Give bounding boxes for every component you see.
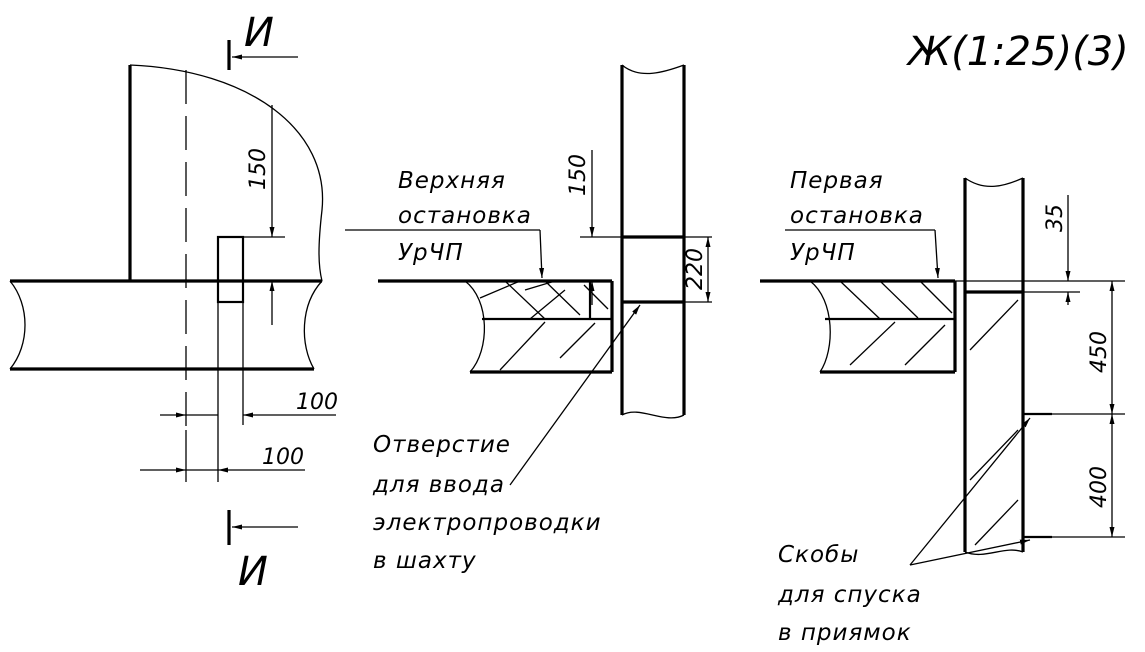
note-first-stop: Первая остановка УрЧП (790, 168, 924, 266)
sheet-title: Ж(1:25)(3) (905, 29, 1129, 75)
note-line: электропроводки (373, 510, 602, 536)
note-opening: Отверстие для ввода электропроводки в ша… (372, 432, 602, 574)
left-width-dim-a: 100 (296, 390, 338, 415)
note-upper-stop: Верхняя остановка УрЧП (398, 168, 532, 266)
note-line: остановка (398, 203, 532, 229)
note-line: УрЧП (790, 240, 856, 266)
note-line: Скобы (778, 542, 859, 568)
note-line: остановка (790, 203, 924, 229)
note-line: в приямок (778, 620, 912, 646)
right-view: 35 450 400 (760, 177, 1125, 566)
right-step-dim-a: 450 (1087, 331, 1112, 373)
note-line: Отверстие (373, 432, 511, 458)
note-brackets: Скобы для спуска в приямок (777, 542, 922, 646)
right-step-dim-b: 400 (1087, 466, 1112, 508)
note-line: Первая (790, 168, 884, 194)
middle-view: 150 220 (345, 64, 712, 486)
note-line: УрЧП (398, 240, 464, 266)
section-mark-bottom: И (238, 549, 268, 595)
mid-opening-dim: 220 (683, 248, 708, 290)
note-line: для ввода (372, 472, 505, 498)
left-view: 150 100 100 И И (9, 10, 338, 595)
left-width-dim-b: 100 (262, 445, 304, 470)
note-line: для спуска (777, 582, 922, 608)
note-line: Верхняя (398, 168, 506, 194)
note-line: в шахту (373, 548, 477, 574)
right-offset-dim: 35 (1043, 204, 1068, 232)
mid-offset-dim: 150 (566, 154, 591, 196)
left-height-dim: 150 (246, 148, 271, 190)
section-mark-top: И (244, 10, 274, 56)
